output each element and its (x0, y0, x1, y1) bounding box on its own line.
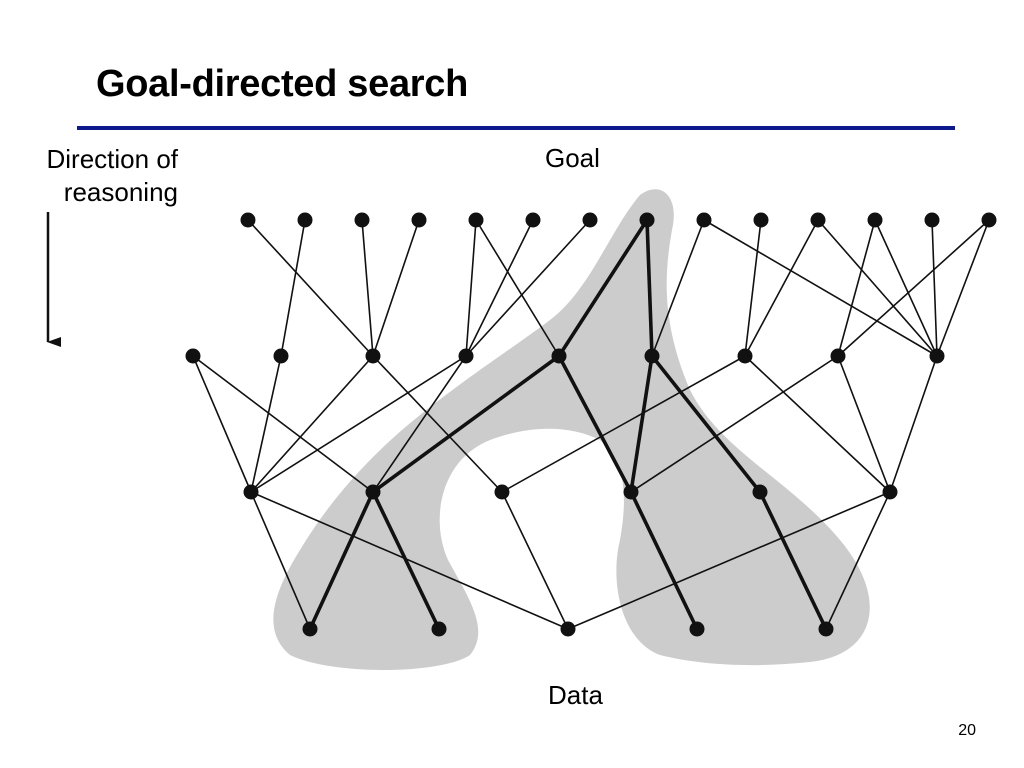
goal-node-11 (810, 212, 826, 228)
edge-a4-b3 (372, 219, 420, 357)
edge-a10-b7 (744, 219, 762, 357)
search-path-edge-b5-c4 (557, 354, 633, 494)
level3-node-6 (882, 484, 898, 500)
level2-node-7 (737, 348, 753, 364)
title-underline (77, 126, 955, 130)
search-path-edge-c2-d1 (308, 490, 375, 631)
level2-node-2 (273, 348, 289, 364)
edge-b4-c1 (250, 355, 467, 493)
nodes-group (185, 212, 997, 637)
search-path-edge-a8-b6 (645, 218, 654, 358)
edge-a6-b4 (465, 219, 534, 357)
edge-b7-c6 (744, 355, 891, 493)
data-label: Data (548, 680, 603, 710)
level3-node-3 (494, 484, 510, 500)
data-node-1 (302, 621, 318, 637)
data-node-5 (818, 621, 834, 637)
edge-c3-d3 (501, 491, 569, 630)
goal-node-9 (696, 212, 712, 228)
goal-node-4 (411, 212, 427, 228)
search-path-edge-c4-d4 (629, 490, 699, 631)
goal-node-5 (468, 212, 484, 228)
goal-node-10 (753, 212, 769, 228)
goal-node-12 (867, 212, 883, 228)
edge-a11-b9 (817, 219, 938, 357)
edge-c1-d1 (250, 491, 311, 630)
data-node-3 (560, 621, 576, 637)
edge-a2-b2 (280, 219, 306, 357)
goal-node-6 (525, 212, 541, 228)
edge-a9-b6 (651, 219, 705, 357)
search-path-edge-a8-b5 (557, 218, 649, 358)
goal-node-3 (354, 212, 370, 228)
edge-b8-c4 (630, 355, 839, 493)
level2-node-5 (551, 348, 567, 364)
edge-a5-b4 (465, 219, 477, 357)
level3-node-2 (365, 484, 381, 500)
edge-b3-c3 (372, 355, 503, 493)
edge-c1-d3 (250, 491, 569, 630)
direction-of-reasoning-label: Direction of reasoning (46, 144, 179, 207)
edge-b7-c3 (501, 355, 746, 493)
edge-b4-c2 (372, 355, 467, 493)
edge-a12-b8 (837, 219, 876, 357)
data-node-4 (689, 621, 705, 637)
edge-b8-c6 (837, 355, 891, 493)
level2-node-4 (458, 348, 474, 364)
edge-c6-d5 (825, 491, 891, 630)
edge-b2-c1 (250, 355, 282, 493)
level3-node-1 (243, 484, 259, 500)
edge-b1-c2 (192, 355, 374, 493)
level2-node-3 (365, 348, 381, 364)
edge-a9-b9 (703, 219, 938, 357)
goal-node-2 (297, 212, 313, 228)
level2-node-6 (644, 348, 660, 364)
level2-node-8 (830, 348, 846, 364)
edge-a7-b4 (465, 219, 591, 357)
level2-node-9 (929, 348, 945, 364)
edge-a12-b9 (874, 219, 938, 357)
goal-node-13 (924, 212, 940, 228)
goal-node-8 (639, 212, 655, 228)
slide-title: Goal-directed search (96, 63, 469, 105)
goal-node-7 (582, 212, 598, 228)
search-path-edge-b5-c2 (371, 354, 561, 494)
search-path-edge-c5-d5 (758, 490, 828, 631)
search-region-highlight (273, 189, 870, 671)
edge-b9-c6 (889, 355, 938, 493)
data-node-2 (431, 621, 447, 637)
search-path-edge-c2-d2 (371, 490, 441, 631)
edge-a14-b8 (837, 219, 990, 357)
level3-node-5 (752, 484, 768, 500)
goal-label: Goal (545, 143, 600, 173)
edge-a5-b5 (475, 219, 560, 357)
edge-b3-c1 (250, 355, 374, 493)
edge-a11-b7 (744, 219, 819, 357)
edge-b1-c1 (192, 355, 252, 493)
page-number: 20 (958, 722, 976, 739)
edge-a14-b9 (936, 219, 990, 357)
edge-c6-d3 (567, 491, 891, 630)
edge-a13-b9 (931, 219, 938, 357)
goal-node-14 (981, 212, 997, 228)
search-path-edge-b6-c5 (650, 354, 762, 494)
level2-node-1 (185, 348, 201, 364)
goal-node-1 (240, 212, 256, 228)
search-path-edge-b6-c4 (629, 354, 654, 494)
edge-a3-b3 (361, 219, 374, 357)
edge-a1-b3 (247, 219, 374, 357)
edges-group (192, 218, 990, 631)
level3-node-4 (623, 484, 639, 500)
